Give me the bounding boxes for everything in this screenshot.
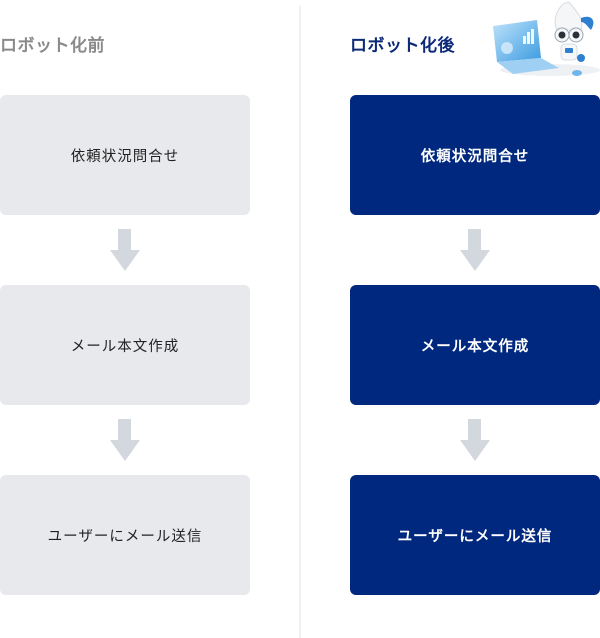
after-step-compose: メール本文作成 — [350, 285, 600, 405]
down-arrow-icon — [460, 419, 490, 461]
step-label: メール本文作成 — [70, 338, 180, 355]
before-column: ロボット化前 依頼状況問合せ メール本文作成 ユーザーにメール送信 — [0, 0, 250, 638]
before-step-inquiry: 依頼状況問合せ — [0, 95, 250, 215]
before-heading: ロボット化前 — [0, 36, 105, 56]
after-column: ロボット化後 依頼状況問合せ メール本文作成 ユーザーにメール送信 — [350, 0, 600, 638]
step-label: 依頼状況問合せ — [420, 148, 530, 165]
step-label: メール本文作成 — [420, 338, 530, 355]
before-step-compose: メール本文作成 — [0, 285, 250, 405]
step-label: ユーザーにメール送信 — [397, 528, 553, 545]
before-step-send: ユーザーにメール送信 — [0, 475, 250, 595]
step-label: ユーザーにメール送信 — [47, 528, 203, 545]
down-arrow-icon — [110, 419, 140, 461]
down-arrow-icon — [460, 229, 490, 271]
after-step-send: ユーザーにメール送信 — [350, 475, 600, 595]
after-step-inquiry: 依頼状況問合せ — [350, 95, 600, 215]
after-heading: ロボット化後 — [350, 36, 455, 56]
step-label: 依頼状況問合せ — [70, 148, 180, 165]
robot-at-laptop-icon — [493, 1, 600, 76]
down-arrow-icon — [110, 229, 140, 271]
column-divider — [299, 5, 301, 638]
